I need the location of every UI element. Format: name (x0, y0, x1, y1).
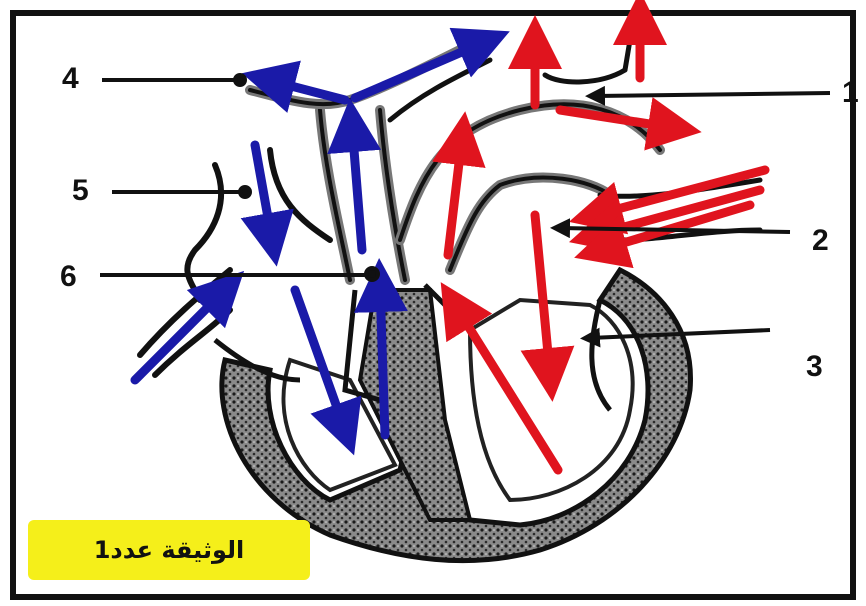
blue-arrow-ventricle-up (380, 285, 385, 435)
blue-arrow-trunk-up (352, 125, 362, 250)
blue-arrow-inferior-in (135, 290, 225, 380)
label-2: 2 (812, 226, 829, 256)
label-4: 4 (62, 64, 79, 94)
leader-lines (100, 75, 830, 338)
leader-1 (595, 93, 830, 96)
label-6: 6 (60, 262, 77, 292)
label-1: 1 (842, 78, 862, 108)
label-3: 3 (806, 352, 823, 382)
document-caption-box: الوثيقة عدد1 (28, 520, 310, 580)
document-caption: الوثيقة عدد1 (94, 536, 245, 564)
label-5: 5 (72, 176, 89, 206)
